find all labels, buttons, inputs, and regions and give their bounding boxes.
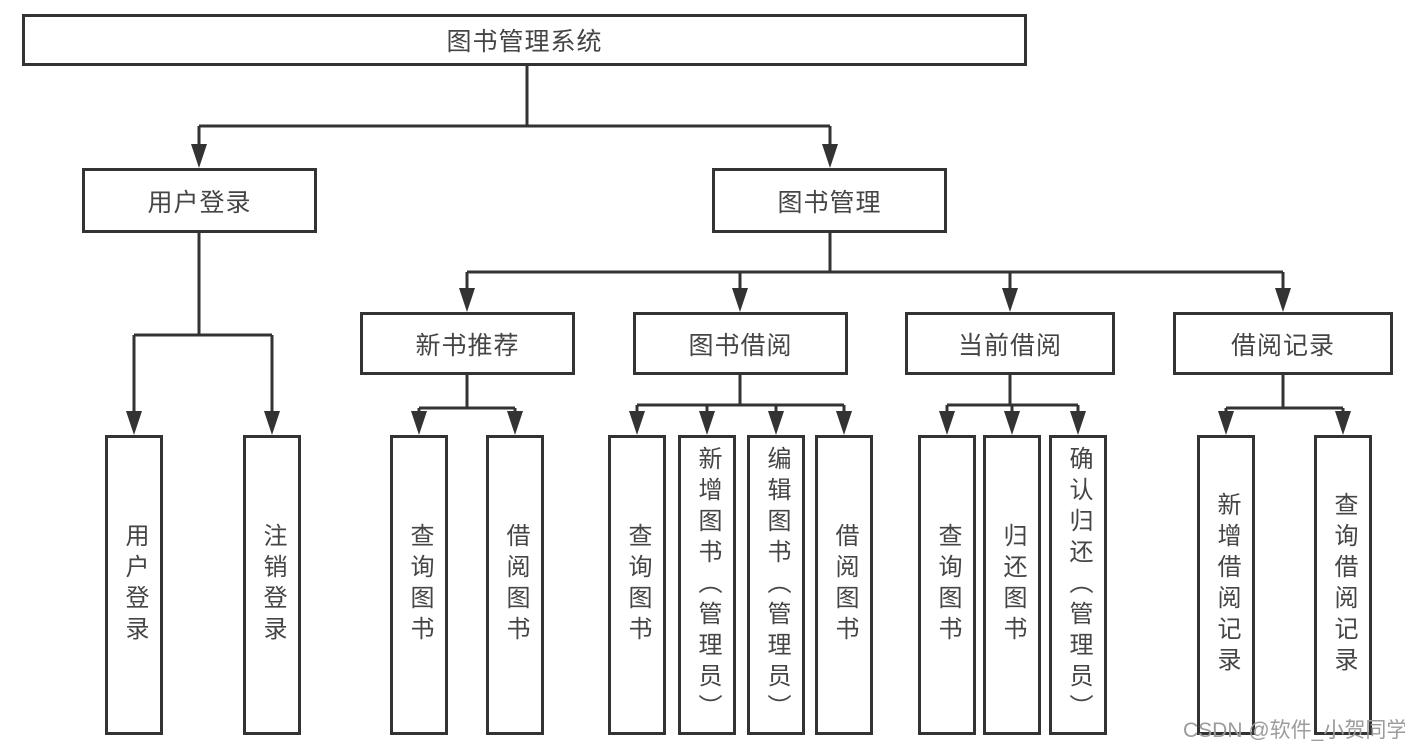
node-leaf-record-add: 新增借阅记录 [1197, 435, 1255, 735]
node-label: 新增图书（管理员） [694, 445, 721, 725]
node-current-borrow: 当前借阅 [905, 312, 1115, 375]
node-new-book-recommend: 新书推荐 [360, 312, 575, 375]
node-label: 借阅图书 [502, 523, 529, 647]
node-label: 归还图书 [999, 523, 1026, 647]
node-leaf-borrow-query-book: 查询图书 [608, 435, 666, 735]
node-label: 确认归还（管理员） [1065, 445, 1092, 725]
node-leaf-borrow-edit-book-admin: 编辑图书（管理员） [747, 435, 805, 735]
node-leaf-current-confirm-return-admin: 确认归还（管理员） [1049, 435, 1107, 735]
node-leaf-borrow-borrow-book: 借阅图书 [815, 435, 873, 735]
node-leaf-recommend-query-book: 查询图书 [390, 435, 448, 735]
node-label: 编辑图书（管理员） [763, 445, 790, 725]
node-borrow-record: 借阅记录 [1173, 312, 1393, 375]
arrowheads [126, 144, 1351, 435]
node-leaf-borrow-add-book-admin: 新增图书（管理员） [678, 435, 736, 735]
node-root-title: 图书管理系统 [22, 14, 1027, 66]
node-leaf-user-login: 用户登录 [105, 435, 163, 735]
csdn-watermark: CSDN @软件_小贺同学 [1183, 719, 1405, 742]
node-label: 查询借阅记录 [1330, 492, 1357, 678]
node-leaf-recommend-borrow-book: 借阅图书 [486, 435, 544, 735]
node-user-login: 用户登录 [82, 168, 317, 233]
node-label: 查询图书 [624, 523, 651, 647]
node-leaf-current-query-book: 查询图书 [918, 435, 976, 735]
node-label: 用户登录 [121, 523, 148, 647]
node-label: 查询图书 [406, 523, 433, 647]
node-label: 查询图书 [934, 523, 961, 647]
node-leaf-current-return-book: 归还图书 [983, 435, 1041, 735]
node-label: 新增借阅记录 [1213, 492, 1240, 678]
node-leaf-record-query: 查询借阅记录 [1314, 435, 1372, 735]
node-book-management: 图书管理 [712, 168, 947, 233]
node-label: 借阅图书 [831, 523, 858, 647]
node-leaf-logout: 注销登录 [243, 435, 301, 735]
node-book-borrow: 图书借阅 [633, 312, 848, 375]
node-label: 注销登录 [259, 523, 286, 647]
